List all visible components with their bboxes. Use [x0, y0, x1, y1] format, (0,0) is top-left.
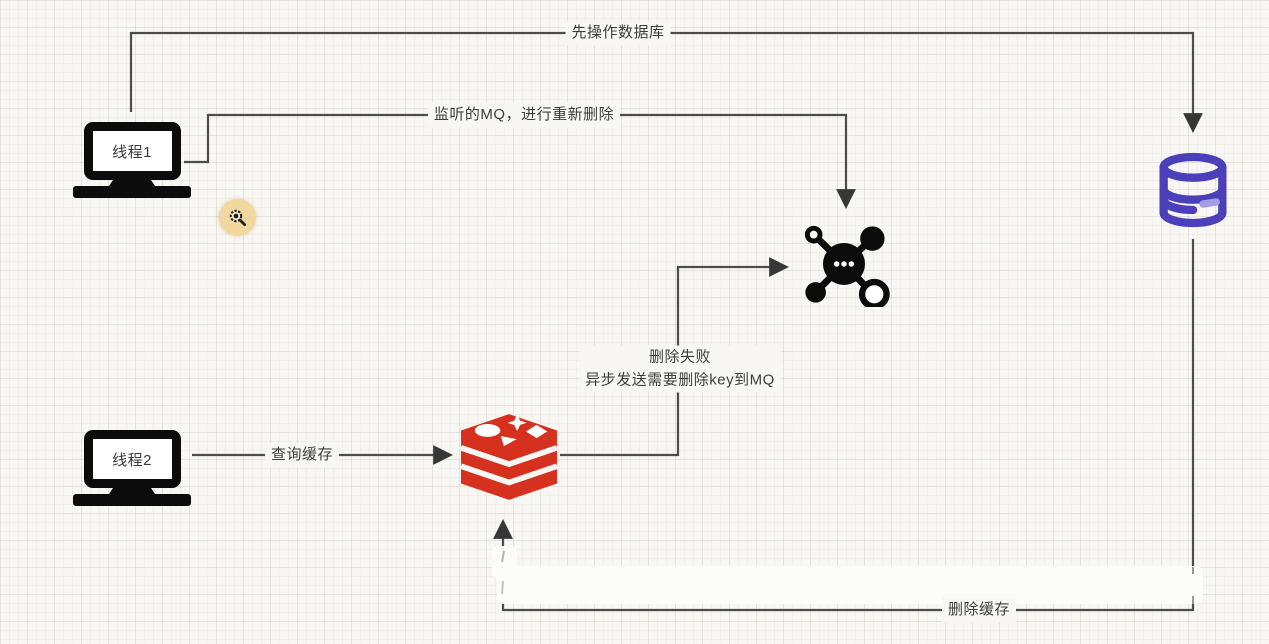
laptop-hinge — [109, 179, 155, 186]
node-thread2: 线程2 — [71, 430, 193, 506]
zoom-cursor — [219, 199, 256, 236]
edge-mq-redelete — [184, 113, 856, 209]
laptop-base — [73, 494, 191, 506]
redis-icon — [460, 414, 558, 500]
thread1-label: 线程1 — [112, 143, 152, 161]
eraser-patch — [492, 546, 1203, 604]
laptop-icon: 线程1 — [83, 122, 181, 180]
laptop-hinge — [109, 487, 155, 494]
label-query-cache: 查询缓存 — [264, 442, 340, 468]
node-database — [1153, 142, 1233, 243]
magnifier-icon — [229, 209, 247, 227]
laptop-icon: 线程2 — [83, 430, 181, 488]
laptop-base — [73, 186, 191, 198]
label-delete-fail-line1: 删除失败 — [648, 348, 712, 366]
label-delete-fail-line2: 异步发送需要删除key到MQ — [585, 371, 775, 388]
mq-hub-icon — [804, 225, 890, 310]
label-delete-fail: 删除失败 异步发送需要删除key到MQ — [579, 345, 781, 393]
node-redis — [460, 413, 558, 506]
label-delete-cache: 删除缓存 — [941, 597, 1017, 623]
label-op-db: 先操作数据库 — [565, 20, 671, 46]
label-mq-redelete: 监听的MQ，进行重新删除 — [427, 102, 621, 128]
database-icon — [1159, 152, 1227, 228]
node-mq — [797, 219, 891, 312]
thread2-label: 线程2 — [112, 451, 152, 469]
node-thread1: 线程1 — [71, 122, 193, 198]
